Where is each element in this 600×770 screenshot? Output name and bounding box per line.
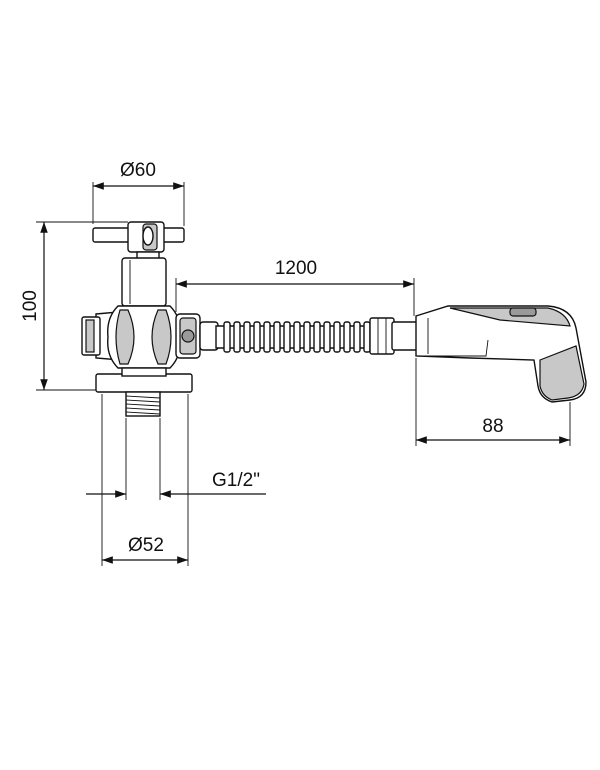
hose-rib [303, 321, 311, 353]
dimension-top-diameter: Ø60 [92, 160, 185, 226]
dimension-label-thread: G1/2" [212, 470, 260, 491]
valve-assembly [81, 221, 201, 417]
dimension-label-hose-length: 1200 [275, 258, 317, 279]
hand-shower [415, 305, 587, 403]
hose-rib [243, 321, 251, 353]
hose-rib [313, 321, 321, 353]
hose-rib [223, 321, 231, 353]
hose-rib [363, 321, 371, 353]
hose-rib [353, 321, 361, 353]
hose-rib [293, 321, 301, 353]
dimension-handset-length: 88 [415, 358, 571, 446]
upper-body [121, 257, 167, 307]
hose-rib [263, 321, 271, 353]
dimension-label-height: 100 [20, 290, 41, 322]
hose-rib [343, 321, 351, 353]
threaded-spigot [125, 391, 161, 417]
dimension-thread: G1/2" [86, 418, 266, 500]
cross-handle [92, 221, 185, 253]
dimension-height: 100 [20, 221, 128, 391]
hose-rib [233, 321, 241, 353]
dimension-label-top-diameter: Ø60 [120, 160, 156, 181]
hose-rib [283, 321, 291, 353]
dimension-label-handset-length: 88 [482, 416, 503, 437]
hose-rib [333, 321, 341, 353]
dimension-base-diameter: Ø52 [101, 394, 189, 566]
base-flange [95, 373, 193, 393]
hose-rib [253, 321, 261, 353]
right-hex-nut [175, 313, 201, 359]
flexible-hose [199, 317, 419, 355]
dimension-label-base-diameter: Ø52 [128, 535, 164, 556]
hose-rib [273, 321, 281, 353]
hose-rib [323, 321, 331, 353]
dimension-hose-length: 1200 [175, 258, 415, 316]
